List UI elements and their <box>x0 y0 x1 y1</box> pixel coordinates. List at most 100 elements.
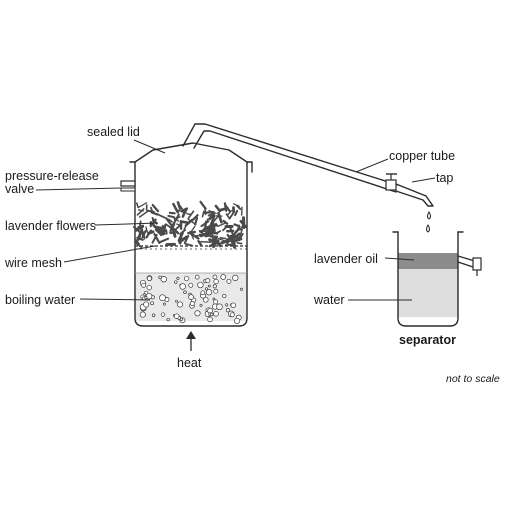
bubble <box>232 274 239 282</box>
lavender-sprig <box>200 240 212 243</box>
lavender-sprig <box>175 223 183 230</box>
lavender-sprig <box>199 200 207 210</box>
lavender-sprig <box>231 227 241 237</box>
oil-drops <box>426 211 431 233</box>
bubble <box>212 284 217 289</box>
lavender-sprig <box>211 222 217 233</box>
bubble <box>220 274 227 280</box>
lavender-flowers <box>132 200 247 249</box>
bubble <box>166 317 170 322</box>
lavender-sprig <box>136 208 145 216</box>
lavender-sprig <box>176 201 182 210</box>
pressure-release-valve <box>120 180 136 192</box>
lavender-sprig <box>172 202 180 214</box>
lavender-sprig <box>134 238 140 246</box>
bubble <box>207 316 213 323</box>
bubble <box>225 308 230 313</box>
lavender-sprig <box>145 229 152 239</box>
lavender-sprig <box>151 204 160 213</box>
bubble <box>141 282 147 288</box>
lavender-sprig <box>213 215 220 222</box>
bubble <box>143 301 150 308</box>
bubble <box>200 290 206 296</box>
lavender-sprig <box>234 209 239 217</box>
bubble <box>160 276 167 283</box>
bubble <box>139 311 146 318</box>
bubble <box>230 302 237 309</box>
bubble <box>183 275 190 282</box>
lavender-sprig <box>168 211 176 215</box>
bubble <box>146 275 152 281</box>
lavender-sprig <box>173 213 180 224</box>
pressure-release-valve-label-line2: valve <box>5 182 34 196</box>
leader-lines <box>35 139 436 301</box>
bubble <box>176 276 180 280</box>
sealed-lid <box>134 142 248 163</box>
bubble <box>213 278 219 285</box>
tap-label: tap <box>436 171 453 185</box>
lavender-sprig <box>203 210 215 214</box>
still-vessel <box>129 142 253 327</box>
oil-layer <box>398 253 458 269</box>
bubble <box>209 312 214 317</box>
bubble <box>212 297 216 301</box>
bubble <box>188 294 194 300</box>
bubble <box>213 288 219 294</box>
bubble <box>194 274 200 280</box>
lavender-sprig <box>145 226 149 235</box>
bubble <box>213 299 219 305</box>
lavender-sprig <box>178 235 188 244</box>
lavender-sprig <box>211 237 222 248</box>
lavender-sprig <box>138 210 149 218</box>
bubble <box>207 284 211 288</box>
lavender-sprig <box>214 230 222 235</box>
wire-mesh-label: wire mesh <box>4 256 62 270</box>
lavender-oil-label: lavender oil <box>314 252 378 266</box>
lavender-sprig <box>171 228 177 238</box>
lavender-sprig <box>225 213 230 219</box>
tap <box>385 173 434 207</box>
lavender-sprig <box>150 206 154 213</box>
bubble <box>225 303 229 307</box>
lavender-sprig <box>177 231 184 242</box>
lavender-sprig <box>140 230 146 240</box>
lavender-sprig <box>228 212 235 220</box>
bubble <box>143 293 147 297</box>
pressure-release-valve-label-line1: pressure-release <box>5 169 99 183</box>
bubble <box>183 290 187 295</box>
lavender-sprig <box>159 237 170 243</box>
lavender-sprig <box>217 222 227 228</box>
water-label: water <box>313 293 345 307</box>
bubble <box>174 280 178 284</box>
bubble <box>162 302 166 306</box>
lavender-sprig <box>203 223 215 231</box>
lavender-sprig <box>205 218 209 225</box>
bubble <box>213 311 219 317</box>
lavender-sprig <box>189 225 196 234</box>
bubble <box>204 287 209 291</box>
lavender-sprig <box>197 240 203 247</box>
bubble <box>173 313 180 319</box>
lavender-sprig <box>156 213 166 219</box>
bubble <box>229 312 235 318</box>
bubble <box>234 317 241 324</box>
bubble <box>205 278 211 284</box>
lavender-sprig <box>189 232 200 240</box>
scale-note: not to scale <box>446 373 500 385</box>
bubble <box>146 284 152 291</box>
lavender-sprig <box>167 218 173 223</box>
lavender-sprig <box>238 228 244 239</box>
bubble <box>151 313 156 318</box>
lavender-sprig <box>136 236 144 241</box>
heat-label: heat <box>177 356 202 370</box>
lavender-sprig <box>137 202 148 208</box>
lavender-sprig <box>233 232 241 240</box>
lavender-sprig <box>167 214 176 219</box>
lavender-sprig <box>184 218 194 227</box>
bubble <box>194 310 201 317</box>
lavender-sprig <box>134 241 143 249</box>
bubble <box>240 287 243 291</box>
bubble <box>199 303 203 307</box>
bubble <box>150 301 154 306</box>
lavender-sprig <box>229 234 235 244</box>
